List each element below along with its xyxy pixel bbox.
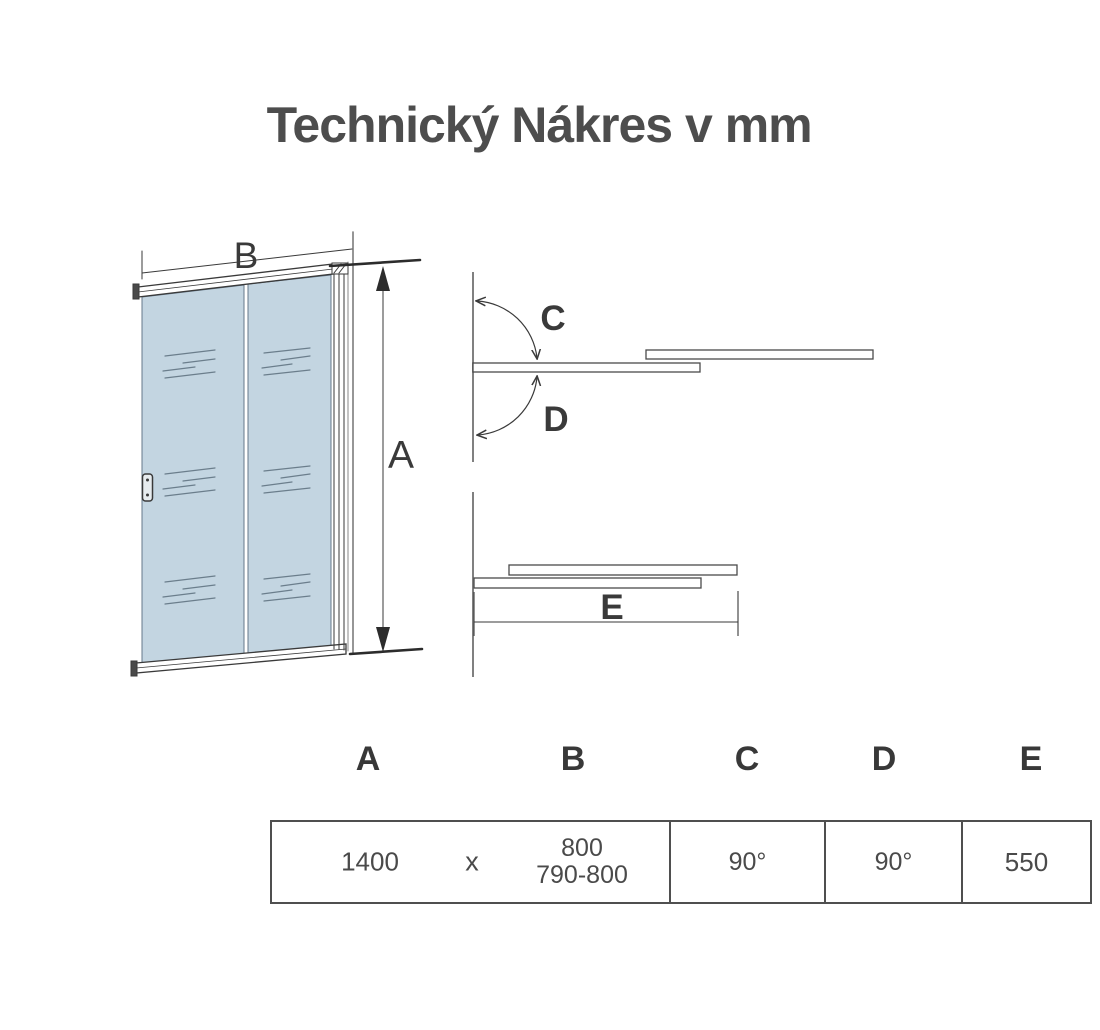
wall-profile [333,231,354,655]
front-view-drawing: B A [130,231,424,677]
table-header-d: D [871,740,897,778]
dimension-a [328,258,424,656]
top-rail-end-cap [132,283,140,300]
top-view-closed-drawing: E [472,492,739,677]
glass-stripes [162,347,311,605]
spec-cell-e: 550 [961,822,1090,902]
table-header-c: C [734,740,760,778]
top-view-open-drawing: C D [472,272,874,462]
angle-label-c: C [540,299,565,338]
spec-cell-c: 90° [669,822,824,902]
door-bar-back [645,349,874,360]
table-header-b: B [560,740,586,778]
angle-label-d: D [543,400,568,439]
door-bar-back-closed [508,564,738,576]
table-header-a: A [355,740,381,778]
dim-label-b: B [234,235,259,276]
dim-label-e: E [600,588,623,627]
swing-arc-d [478,377,537,435]
glass-panel-left [141,284,245,666]
value-separator: x [465,846,479,877]
dim-label-a: A [388,434,414,477]
dimension-b [141,248,353,280]
bottom-rail-end-cap [130,660,138,677]
value-b-top: 800 [561,834,603,862]
swing-arc-c [477,301,537,358]
door-bar-front-closed [473,577,702,589]
dimension-e [473,591,739,636]
page-title: Technický Nákres v mm [266,97,813,153]
value-a: 1400 [341,846,399,877]
door-bar-front [472,362,701,373]
spec-cell-d: 90° [824,822,961,902]
table-header-e: E [1019,740,1043,778]
value-b-bottom: 790-800 [536,861,628,889]
door-handle [141,473,154,502]
